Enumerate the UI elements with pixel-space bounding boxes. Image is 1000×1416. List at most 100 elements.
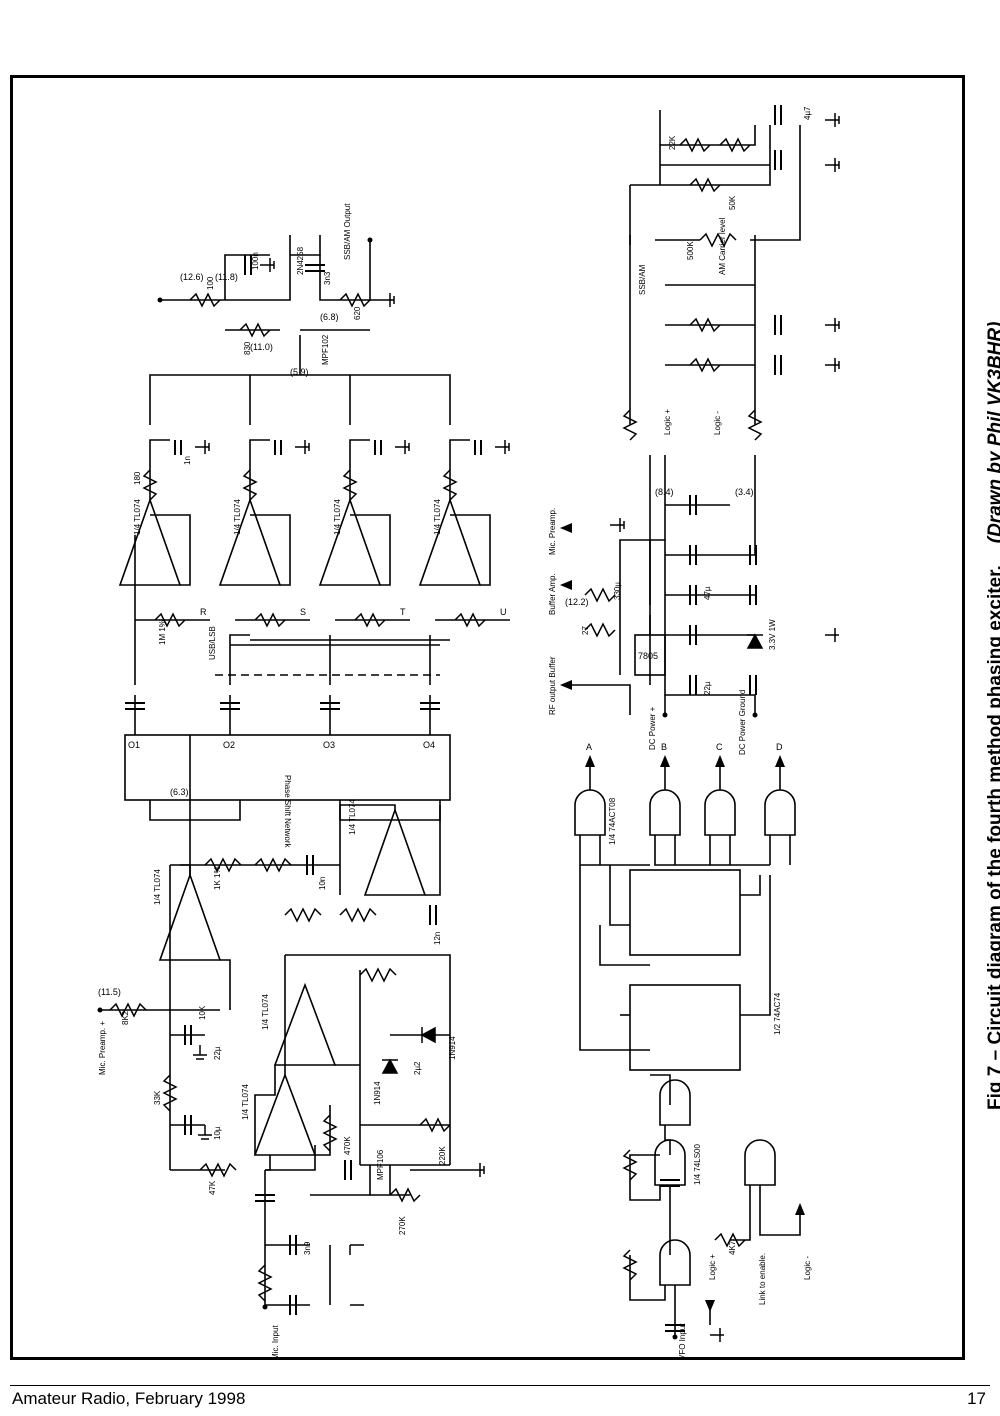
dc-power-ground-label: DC Power Ground <box>738 690 747 755</box>
opamp-label-2: 1/4 TL074 <box>348 799 357 835</box>
transistor-mpf106: MPF106 <box>376 1149 385 1180</box>
value-3n9: 3n9 <box>303 1241 312 1255</box>
diode-1n914-b: 1N914 <box>373 1081 382 1105</box>
voltage-11-0: (11.0) <box>250 342 273 352</box>
buffer-amp-label: Buffer Amp. <box>548 573 557 615</box>
mic-preamp-label: Mic. Preamp. + <box>98 1021 107 1075</box>
nand-gate-label: 1/4 74LS00 <box>693 1144 702 1185</box>
value-270k: 270K <box>398 1216 407 1235</box>
ssb-am-output-label: SSB/AM Output <box>343 203 352 260</box>
opamp-label-3: 1/4 TL074 <box>261 994 270 1030</box>
capacitors <box>125 105 782 1332</box>
value-830: 830 <box>243 341 252 355</box>
figure-caption: Fig 7 – Circuit diagram of the fourth me… <box>985 322 1000 1110</box>
switch-out-t: T <box>400 607 406 617</box>
footer-page-number: 17 <box>967 1389 986 1408</box>
ground-symbols <box>193 113 840 1342</box>
usb-lsb-label: USB/LSB <box>208 626 217 660</box>
logic-minus-label: Logic - <box>803 1256 812 1280</box>
value-1n: 1n <box>183 456 192 465</box>
regulator-label: 7805 <box>638 651 658 661</box>
dc-power-plus-label: DC Power + <box>648 706 657 750</box>
logic-plus-supply-label: Logic + <box>663 409 672 435</box>
opamp-label-8: 1/4 TL074 <box>433 499 442 535</box>
mic-preamp-supply-label: Mic. Preamp. <box>548 508 557 555</box>
value-100: 100 <box>206 276 215 290</box>
value-27: 27 <box>581 626 590 635</box>
port-o2: O2 <box>223 740 235 750</box>
value-47u: 47µ <box>703 586 712 600</box>
value-8k2: 8K2 <box>121 1010 130 1025</box>
rf-output-buffer-label: RF output Buffer <box>548 656 557 715</box>
logic-minus-supply-label: Logic - <box>713 411 722 435</box>
text-labels: (11.5) (6.3) (5.9) (12.6) (11.8) (11.0) … <box>98 272 783 997</box>
value-470k: 470K <box>343 1136 352 1155</box>
value-10k: 10K <box>198 1005 207 1020</box>
switch-out-r: R <box>200 607 207 617</box>
voltage-8-4: (8.4) <box>655 487 674 497</box>
voltage-12-6: (12.6) <box>180 272 204 282</box>
pot-50k-label: 50K <box>728 195 737 210</box>
value-180: 180 <box>133 471 142 485</box>
vfo-input-label: VFO Input <box>678 1323 687 1360</box>
value-12n: 12n <box>433 932 442 945</box>
am-carrier-level-label: AM Carrier level <box>718 217 727 275</box>
value-22u: 22µ <box>213 1046 222 1060</box>
logic-plus-label: Logic + <box>708 1254 717 1280</box>
voltage-12-2: (12.2) <box>565 597 589 607</box>
ssb-am-label: SSB/AM <box>638 264 647 295</box>
value-47k: 47K <box>208 1180 217 1195</box>
footer-publication: Amateur Radio, February 1998 <box>12 1389 246 1408</box>
footer-rule <box>10 1385 990 1386</box>
and-gate-label: 1/4 74ACT08 <box>608 797 617 845</box>
wiring <box>100 110 801 1335</box>
voltage-3-4: (3.4) <box>735 487 754 497</box>
voltage-6-8: (6.8) <box>320 312 339 322</box>
value-4k7: 4K7 <box>728 1240 737 1255</box>
rotated-labels: Phase Shift Network USB/LSB SSB/AM SSB/A… <box>98 106 812 1360</box>
opamp-label-7: 1/4 TL074 <box>333 499 342 535</box>
voltage-11-8: (11.8) <box>215 272 238 282</box>
value-3n3: 3n3 <box>323 271 332 285</box>
diodes <box>381 633 764 1074</box>
value-620: 620 <box>353 306 362 320</box>
value-10u: 10µ <box>213 1126 222 1140</box>
opamp-label-5: 1/4 TL074 <box>133 499 142 535</box>
value-22u-b: 22µ <box>703 681 712 695</box>
value-330u: 330µ <box>613 582 622 600</box>
mic-input-label: Mic. Input <box>271 1325 280 1360</box>
zener-label: 3.3V 1W <box>768 619 777 650</box>
phase-network-label: Phase Shift Network <box>283 775 292 848</box>
voltage-11-5: (11.5) <box>98 987 121 997</box>
circuit-schematic: (11.5) (6.3) (5.9) (12.6) (11.8) (11.0) … <box>97 105 840 1360</box>
logic-out-b: B <box>661 742 667 752</box>
opamp-label-6: 1/4 TL074 <box>233 499 242 535</box>
value-1k: 1K 1% <box>213 866 222 890</box>
value-22k: 22K <box>668 135 677 150</box>
value-2u2: 2µ2 <box>413 1061 422 1075</box>
resistors <box>109 137 763 1302</box>
logic-out-d: D <box>776 742 783 752</box>
value-220k: 220K <box>438 1146 447 1165</box>
opamp-label-1: 1/4 TL074 <box>153 869 162 905</box>
port-o3: O3 <box>323 740 335 750</box>
voltage-6-3: (6.3) <box>170 787 189 797</box>
link-enable-label: Link to enable. <box>758 1253 767 1305</box>
port-o4: O4 <box>423 740 435 750</box>
flipflop-label: 1/2 74AC74 <box>773 992 782 1035</box>
diagram-frame <box>10 75 965 1360</box>
transistor-mpf102: MPF102 <box>321 334 330 365</box>
port-o1: O1 <box>128 740 140 750</box>
terminals <box>97 237 805 1340</box>
switch-out-s: S <box>300 607 306 617</box>
pot-500k-label: 500K <box>686 241 695 260</box>
opamp-label-4: 1/4 TL074 <box>241 1084 250 1120</box>
value-10n: 10n <box>318 877 327 890</box>
logic-out-c: C <box>716 742 723 752</box>
transistor-2n4258: 2N4258 <box>296 246 305 275</box>
diode-1n914-a: 1N914 <box>448 1036 457 1060</box>
value-100n: 100n <box>251 252 260 270</box>
caption-title: Fig 7 – Circuit diagram of the fourth me… <box>985 565 1000 1110</box>
voltage-5-9: (5.9) <box>290 367 309 377</box>
